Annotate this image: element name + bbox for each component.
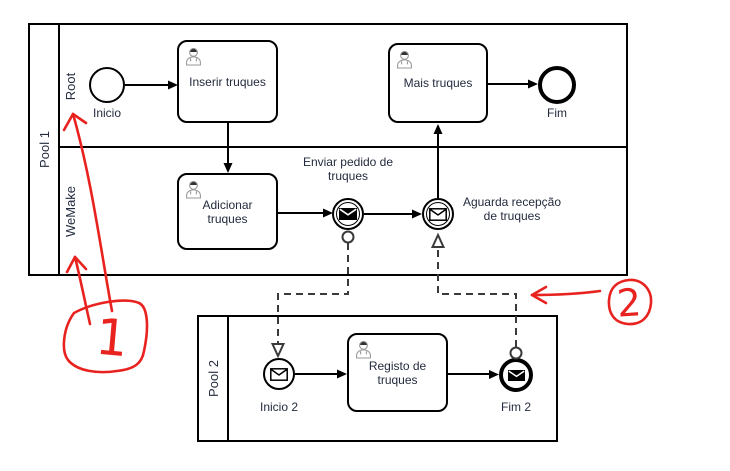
message-filled-icon — [339, 208, 357, 220]
pool-1-header: Pool 1 — [30, 25, 60, 274]
task-adicionar-truques[interactable]: Adicionar truques — [177, 173, 278, 250]
user-icon — [397, 50, 412, 69]
start-event-inicio-label: Inicio — [92, 106, 121, 120]
task-inserir-truques-label: Inserir truques — [189, 74, 266, 89]
end-event-fim[interactable] — [538, 66, 576, 104]
event-inner-ring — [426, 202, 450, 226]
pool-2[interactable]: Pool 2 — [197, 315, 558, 442]
task-mais-truques-label: Mais truques — [403, 76, 473, 90]
lane-wemake[interactable]: WeMake — [58, 176, 84, 246]
task-registo-de-truques[interactable]: Registo de truques — [347, 333, 448, 412]
red-arrow-to-message-flow — [530, 289, 602, 297]
message-end-event-fim2[interactable] — [499, 358, 533, 392]
end-event-fim2-label: Fim 2 — [501, 400, 531, 414]
message-outline-icon — [429, 207, 447, 221]
lane-root[interactable]: Root — [58, 51, 84, 121]
user-icon — [186, 47, 201, 66]
user-icon — [186, 180, 201, 199]
task-registo-de-truques-label: Registo de truques — [368, 358, 427, 387]
message-throw-event-enviar[interactable] — [332, 198, 364, 230]
message-outline-icon — [270, 367, 288, 381]
task-mais-truques[interactable]: Mais truques — [388, 43, 488, 123]
message-start-event-inicio2[interactable] — [263, 358, 295, 390]
message-throw-event-label: Enviar pedido de truques — [302, 155, 394, 183]
annotation-1: 1 — [93, 307, 131, 369]
lane-root-label: Root — [63, 72, 79, 100]
task-adicionar-truques-label: Adicionar truques — [202, 197, 253, 226]
start-event-inicio2-label: Inicio 2 — [259, 400, 299, 414]
lane-divider — [58, 146, 628, 148]
task-inserir-truques[interactable]: Inserir truques — [177, 40, 278, 123]
message-filled-icon — [507, 369, 525, 381]
red-arrowhead — [530, 285, 548, 305]
pool-2-label: Pool 2 — [205, 360, 221, 397]
annotation-2: 2 — [615, 280, 643, 326]
message-catch-event-label: Aguarda recepção de truques — [462, 195, 562, 223]
lane-wemake-label: WeMake — [63, 185, 79, 237]
user-icon — [356, 340, 371, 359]
pool-2-header: Pool 2 — [199, 317, 229, 440]
pool-1-label: Pool 1 — [36, 131, 52, 168]
pool-1[interactable]: Pool 1 — [28, 23, 628, 276]
start-event-inicio[interactable] — [89, 67, 125, 103]
end-event-fim-label: Fim — [547, 106, 567, 120]
message-catch-event-aguarda[interactable] — [422, 198, 454, 230]
event-inner-ring — [336, 202, 360, 226]
